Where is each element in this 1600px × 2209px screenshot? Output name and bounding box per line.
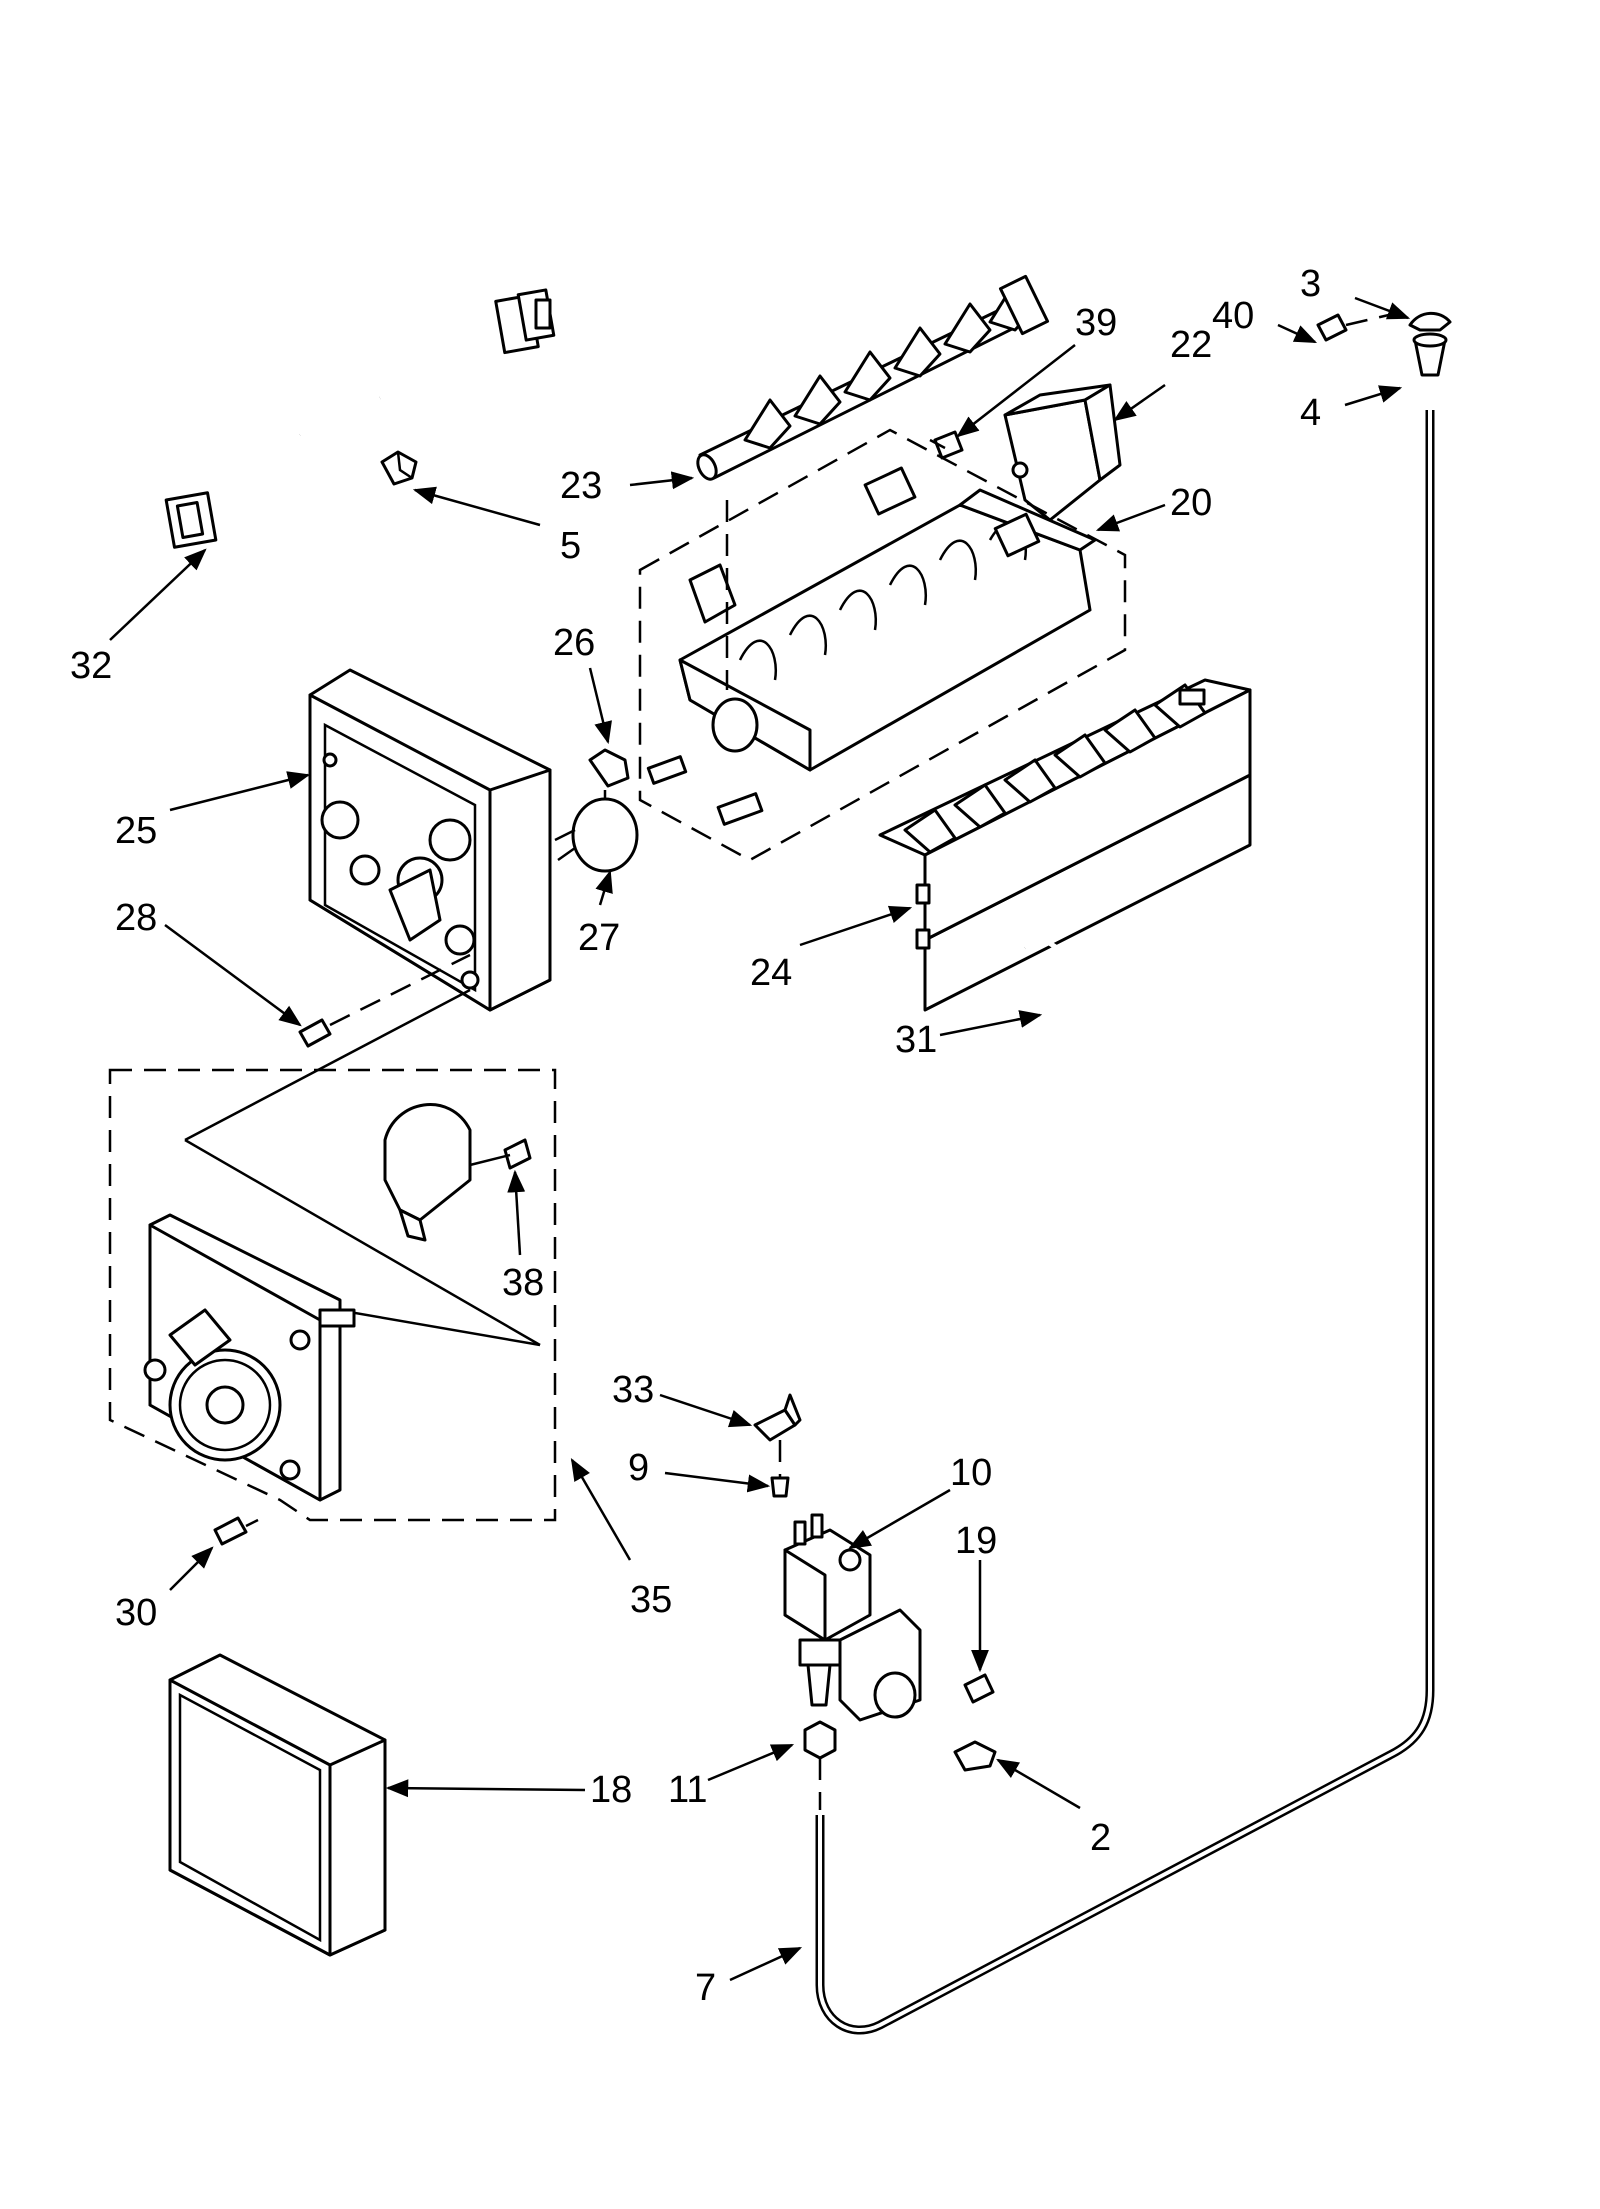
leader-lines [109, 296, 1411, 1982]
callout-10: 10 [950, 1452, 992, 1494]
callout-20: 20 [1170, 482, 1212, 524]
callout-labels: 3 40 4 39 22 23 20 5 32 26 25 27 28 24 3… [70, 263, 1321, 2009]
callout-11: 11 [668, 1769, 707, 1811]
screw-part-39 [929, 430, 964, 460]
callout-30: 30 [115, 1592, 157, 1634]
callout-9: 9 [628, 1447, 649, 1489]
callout-22: 22 [1170, 324, 1212, 366]
bracket-part-33 [753, 1393, 802, 1442]
ejector-part-23 [696, 274, 1050, 481]
callout-18: 18 [590, 1769, 632, 1811]
stripper-part-24 [878, 678, 1252, 1012]
bracket-part-26 [588, 748, 630, 788]
callout-25: 25 [115, 810, 157, 852]
callout-31: 31 [895, 1019, 937, 1061]
callout-24: 24 [750, 952, 792, 994]
callout-33: 33 [612, 1369, 654, 1411]
callout-26: 26 [553, 622, 595, 664]
heater-part-31 [1024, 756, 1353, 1093]
callout-4: 4 [1300, 392, 1321, 434]
clamp-part-3 [1408, 311, 1452, 332]
callout-5: 5 [560, 525, 581, 567]
wire-harness-part-32 [164, 288, 556, 549]
module-assembly-part-35 [108, 988, 557, 1522]
clip-part-2 [953, 1740, 997, 1772]
screw-part-28 [298, 953, 471, 1048]
water-valve-part-10 [783, 1513, 922, 1722]
screw-part-30 [213, 1516, 259, 1546]
thermostat-part-27 [554, 790, 639, 873]
callout-7: 7 [695, 1967, 716, 2009]
callout-23: 23 [560, 465, 602, 507]
callout-32: 32 [70, 645, 112, 687]
callout-28: 28 [115, 897, 157, 939]
callout-3: 3 [1300, 263, 1321, 305]
clip-part-5 [380, 450, 418, 486]
cover-part-22 [1003, 383, 1122, 522]
housing-part-25 [308, 668, 552, 1012]
nut-part-11 [803, 1720, 837, 1810]
mold-part-20 [638, 428, 1127, 862]
cover-part-18 [168, 1653, 387, 1957]
callout-40: 40 [1212, 295, 1254, 337]
screw-part-19 [963, 1673, 995, 1704]
callout-27: 27 [578, 917, 620, 959]
fitting-part-4 [1412, 332, 1448, 377]
callout-19: 19 [955, 1520, 997, 1562]
screw-part-9 [770, 1440, 790, 1498]
callout-39: 39 [1075, 302, 1117, 344]
callout-38: 38 [502, 1262, 544, 1304]
fill-tube-part-7 [815, 410, 1435, 2035]
callout-35: 35 [630, 1579, 672, 1621]
callout-2: 2 [1090, 1817, 1111, 1859]
